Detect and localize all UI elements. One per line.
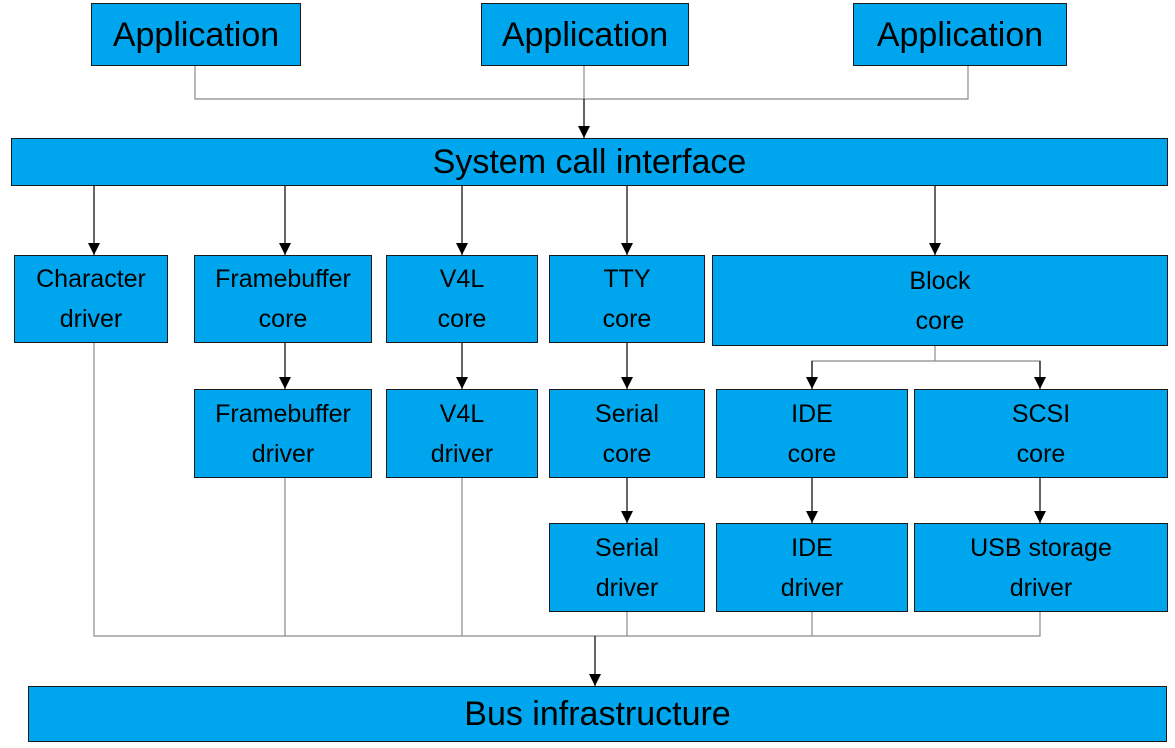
serial-core-box: Serial core bbox=[549, 389, 705, 478]
block-core-label-line2: core bbox=[915, 306, 965, 335]
serial-driver-label-line2: driver bbox=[595, 573, 659, 602]
serial-driver-box: Serial driver bbox=[549, 523, 705, 612]
ide-driver-box: IDE driver bbox=[716, 523, 908, 612]
application-label-right: Application bbox=[876, 15, 1044, 54]
v4l-core-box: V4L core bbox=[386, 255, 538, 343]
application-box-right: Application bbox=[853, 3, 1067, 66]
v4l-core-label-line2: core bbox=[437, 305, 487, 333]
connector-block-split bbox=[811, 360, 1041, 382]
connector-bus-merge bbox=[93, 343, 1041, 637]
block-core-label-line1: Block bbox=[909, 266, 971, 295]
bus-infrastructure-box: Bus infrastructure bbox=[28, 686, 1167, 742]
serial-driver-label-line1: Serial bbox=[595, 533, 659, 562]
application-box-center: Application bbox=[481, 3, 689, 66]
tty-core-box: TTY core bbox=[549, 255, 705, 343]
v4l-core-label-line1: V4L bbox=[439, 265, 485, 293]
application-box-left: Application bbox=[91, 3, 301, 66]
serial-core-label-line2: core bbox=[602, 439, 652, 468]
ide-driver-label-line1: IDE bbox=[791, 533, 833, 562]
ide-core-label-line1: IDE bbox=[791, 399, 833, 428]
character-driver-label-line2: driver bbox=[59, 305, 123, 333]
tty-core-label-line2: core bbox=[602, 305, 652, 333]
block-core-box: Block core bbox=[712, 255, 1168, 346]
framebuffer-core-label-line1: Framebuffer bbox=[215, 265, 351, 293]
scsi-core-label-line2: core bbox=[1016, 439, 1066, 468]
character-driver-label-line1: Character bbox=[36, 265, 146, 293]
bus-infrastructure-label: Bus infrastructure bbox=[464, 695, 731, 733]
ide-core-label-line2: core bbox=[787, 439, 837, 468]
system-call-interface-label: System call interface bbox=[432, 143, 747, 181]
scsi-core-label-line1: SCSI bbox=[1011, 399, 1071, 428]
framebuffer-driver-label-line1: Framebuffer bbox=[215, 399, 351, 428]
ide-driver-label-line2: driver bbox=[780, 573, 844, 602]
serial-core-label-line1: Serial bbox=[595, 399, 659, 428]
v4l-driver-label-line1: V4L bbox=[439, 399, 485, 428]
framebuffer-core-label-line2: core bbox=[258, 305, 308, 333]
usb-storage-driver-label-line1: USB storage bbox=[970, 533, 1112, 562]
connector-apps-merge bbox=[194, 66, 969, 100]
usb-storage-driver-box: USB storage driver bbox=[914, 523, 1168, 612]
scsi-core-box: SCSI core bbox=[914, 389, 1168, 478]
application-label-center: Application bbox=[501, 15, 669, 54]
v4l-driver-box: V4L driver bbox=[386, 389, 538, 478]
application-label-left: Application bbox=[112, 15, 280, 54]
tty-core-label-line1: TTY bbox=[603, 265, 651, 293]
framebuffer-driver-label-line2: driver bbox=[251, 439, 315, 468]
ide-core-box: IDE core bbox=[716, 389, 908, 478]
character-driver-box: Character driver bbox=[14, 255, 168, 343]
framebuffer-core-box: Framebuffer core bbox=[194, 255, 372, 343]
framebuffer-driver-box: Framebuffer driver bbox=[194, 389, 372, 478]
system-call-interface-box: System call interface bbox=[11, 138, 1168, 186]
v4l-driver-label-line2: driver bbox=[430, 439, 494, 468]
usb-storage-driver-label-line2: driver bbox=[1009, 573, 1073, 602]
